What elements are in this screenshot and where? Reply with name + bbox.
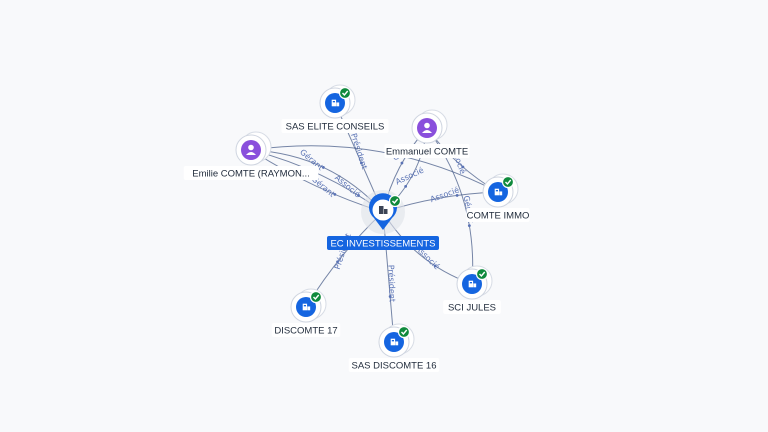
building-annex xyxy=(499,191,503,196)
check-mark xyxy=(478,271,486,278)
edge-label: Associé xyxy=(429,184,461,204)
edge-label: Président xyxy=(349,132,370,171)
center-label-bg xyxy=(327,236,439,250)
edge-label: Président xyxy=(386,265,397,303)
verified-check-icon xyxy=(475,267,489,281)
building-tower xyxy=(468,280,474,288)
verified-check-icon xyxy=(309,290,323,304)
company-building-icon xyxy=(468,280,477,288)
person-head xyxy=(248,144,254,151)
check-badge-bg xyxy=(388,194,402,208)
verified-check-icon xyxy=(501,175,515,189)
node-discomte17[interactable]: DISCOMTE 17 xyxy=(271,288,341,337)
building-tower xyxy=(331,99,337,107)
node-elite[interactable]: SAS ELITE CONSEILS xyxy=(281,84,389,133)
check-mark xyxy=(400,329,408,336)
building-window xyxy=(469,282,472,284)
person-body xyxy=(422,130,432,133)
edge-arrow-marker xyxy=(336,260,339,264)
edge-arrow-marker xyxy=(360,161,363,165)
check-mark xyxy=(504,179,512,186)
check-badge-bg xyxy=(338,86,352,100)
edge-arrow-marker xyxy=(388,295,392,298)
node-label: DISCOMTE 17 xyxy=(274,326,337,337)
building-window xyxy=(303,305,306,307)
node-label: COMTE IMMO xyxy=(467,211,530,222)
check-badge-bg xyxy=(397,325,411,339)
node-label-bg xyxy=(348,358,440,372)
company-building-icon xyxy=(302,303,311,311)
building-annex xyxy=(336,102,340,107)
check-mark xyxy=(312,294,320,301)
check-badge-bg xyxy=(309,290,323,304)
nodes-layer: SAS ELITE CONSEILS Emmanuel COMTE Emilie C… xyxy=(183,84,530,372)
node-label-bg xyxy=(384,144,470,158)
node-label: SAS ELITE CONSEILS xyxy=(286,122,385,133)
edge-arrow-marker xyxy=(455,194,459,197)
verified-check-icon xyxy=(397,325,411,339)
edge-arrow-marker xyxy=(357,194,360,197)
node-label-bg xyxy=(183,166,319,180)
node-label: SCI JULES xyxy=(448,303,496,314)
building-window xyxy=(495,190,498,192)
edge-arrow-marker xyxy=(467,224,471,228)
verified-check-icon xyxy=(338,86,352,100)
building-window xyxy=(332,101,335,103)
company-building-icon xyxy=(331,99,340,107)
building-annex xyxy=(307,306,311,311)
verified-check-icon xyxy=(388,194,402,208)
building-annex xyxy=(395,341,399,346)
check-badge-bg xyxy=(475,267,489,281)
center-label: EC INVESTISSEMENTS xyxy=(330,239,435,250)
person-head xyxy=(424,122,430,129)
node-emmanuel[interactable]: Emmanuel COMTE xyxy=(384,109,470,158)
edge-arrow-marker xyxy=(433,264,437,268)
node-label-bg xyxy=(271,323,341,337)
company-building-icon xyxy=(390,338,399,346)
node-comteimmo[interactable]: COMTE IMMO xyxy=(466,173,530,222)
node-label-bg xyxy=(281,119,389,133)
node-sasdiscomte16[interactable]: SAS DISCOMTE 16 xyxy=(348,323,440,372)
relation-edge xyxy=(250,145,499,193)
edge-arrow-marker xyxy=(321,166,325,169)
edge-label: Associé xyxy=(394,165,426,187)
building-tower xyxy=(494,188,500,196)
building-tower xyxy=(302,303,308,311)
company-building-icon xyxy=(494,188,503,196)
edge-arrow-marker xyxy=(400,161,404,165)
building-window xyxy=(391,340,394,342)
building-tower xyxy=(379,206,384,214)
edge-arrow-marker xyxy=(404,185,408,188)
node-label: Emilie COMTE (RAYMON... xyxy=(192,169,310,180)
node-scijules[interactable]: SCI JULES xyxy=(443,265,501,314)
building-annex xyxy=(473,283,477,288)
check-mark xyxy=(341,90,349,97)
check-mark xyxy=(391,198,399,205)
person-body xyxy=(246,152,256,155)
company-building-icon xyxy=(379,206,388,214)
person-icon xyxy=(422,122,432,133)
node-label: Emmanuel COMTE xyxy=(386,147,468,158)
check-badge-bg xyxy=(501,175,515,189)
building-tower xyxy=(390,338,396,346)
person-icon xyxy=(246,144,256,155)
center-node-ec-investissements[interactable]: EC INVESTISSEMENTS xyxy=(327,190,439,250)
node-label-bg xyxy=(466,208,530,222)
edge-arrow-marker xyxy=(333,193,337,196)
edge-arrow-marker xyxy=(461,165,465,169)
building-annex xyxy=(384,209,388,214)
node-emilie[interactable]: Emilie COMTE (RAYMON... xyxy=(183,131,319,180)
node-label-bg xyxy=(443,300,501,314)
node-label: SAS DISCOMTE 16 xyxy=(352,361,437,372)
